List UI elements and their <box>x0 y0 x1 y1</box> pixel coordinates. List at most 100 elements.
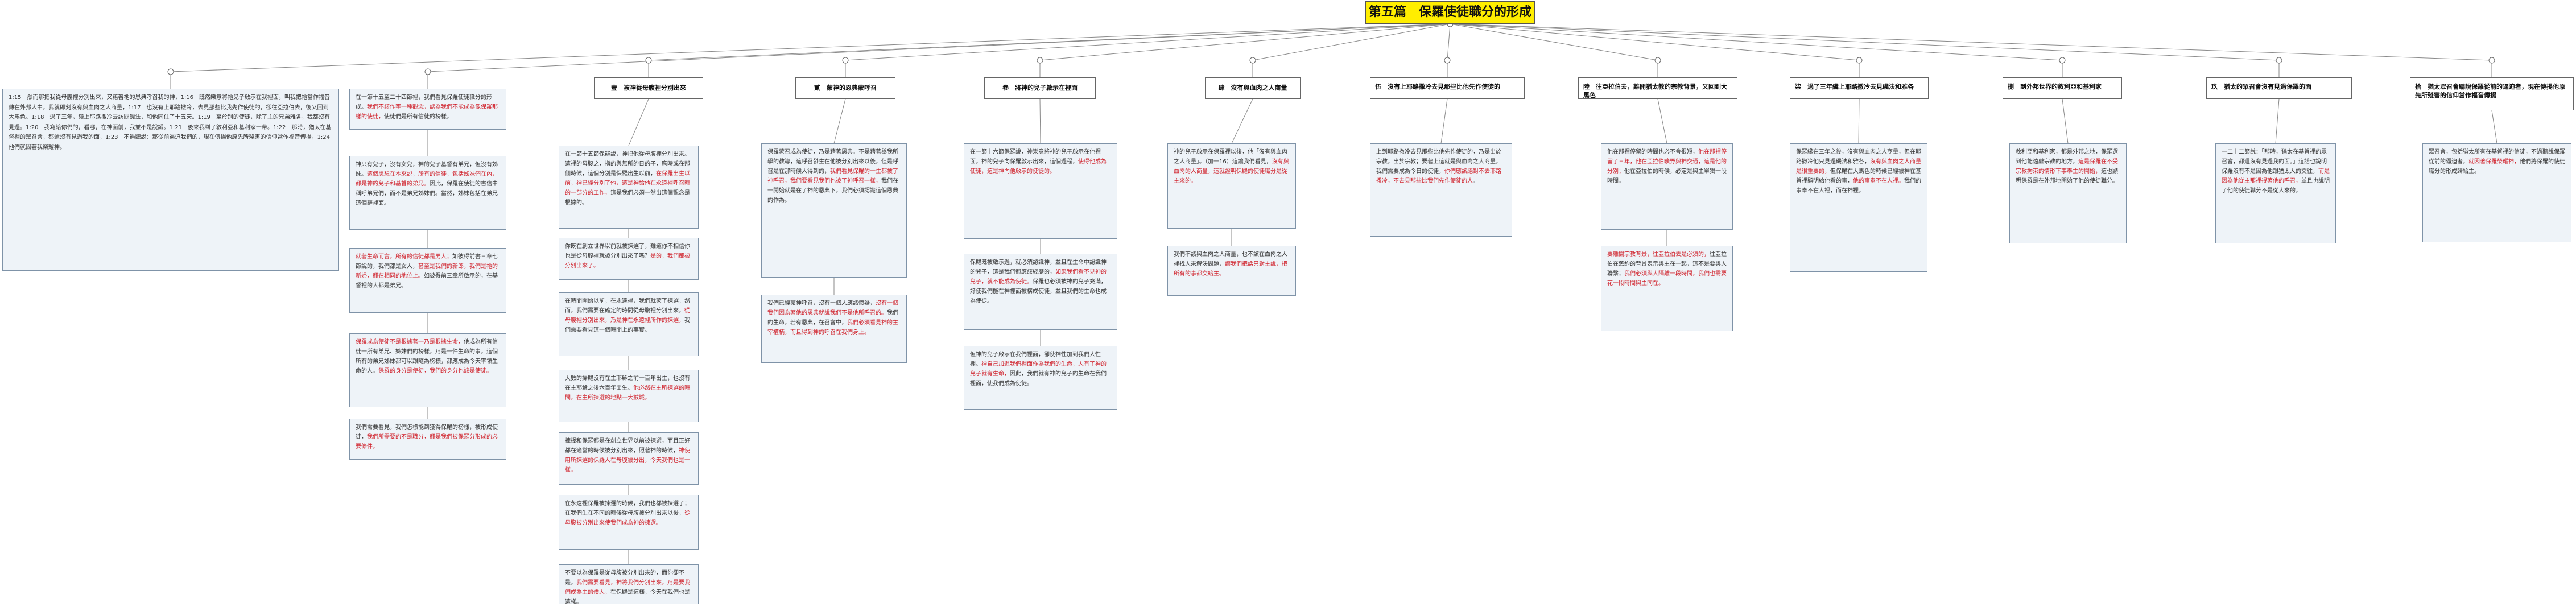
highlighted-text: 神自己加進我們裡面作為我們的生命，人有了神的兒子就有生命， <box>970 361 1107 377</box>
section-5-card-1[interactable]: 上到耶路撒冷去見那些比他先作使徒的，乃是出於宗教，出於宗教；要著上這就是與血肉之… <box>1370 143 1512 237</box>
card-text: 大數的掃羅沒有在主耶穌之前一百年出生，也沒有在主耶穌之後六百年出生。他必然在主所… <box>565 374 692 403</box>
body-text: 大數的掃羅沒有在主耶穌之前一百年出生，也沒有在主耶穌之後六百年出生。 <box>565 375 690 391</box>
section-9-card-1[interactable]: 一二十二節說：「那時，猶太在基督裡的眾召會，都還沒有見過我的面。」這話也說明保羅… <box>2215 143 2336 243</box>
body-text: 我們的事奉不在人裡，而在神裡。 <box>1796 178 1921 194</box>
body-text: 保羅也必須被神的兒子充滿，好使我們能在神裡面被構成使徒，並且我們的生命也成為使徒… <box>970 279 1107 304</box>
highlighted-text: 這是保羅在不受宗教拘束的情形下事奉主的開始， <box>2016 159 2118 175</box>
intro-card-4[interactable]: 保羅成為使徒不是根據著一乃是根據生命，他成為所有信徒一所有弟兄、姊妹們的榜樣，乃… <box>349 333 506 407</box>
section-8-card-1[interactable]: 敘利亞和基利家，都是外邦之地，保羅選到他能遠離宗教的地方，這是保羅在不受宗教拘束… <box>2009 143 2127 243</box>
section-6-card-2[interactable]: 要離開宗教背景，往亞拉伯去是必須的，往亞拉伯在舊約的背景表示與主在一起，這不是要… <box>1601 246 1733 331</box>
section-1-card-5[interactable]: 揀擇和保羅都是在創立世界以前被揀選，而且正好都在適當的時候被分別出來，照著神的時… <box>559 432 699 485</box>
section-1-card-7[interactable]: 不要以為保羅是從母腹被分別出來的，而你卻不是。我們需要看見，神將我們分別出來，乃… <box>559 564 699 607</box>
collapse-handle[interactable] <box>2059 57 2066 64</box>
highlighted-text: 我們必須與人隔離一段時間，我們也需要花一段時間與主同在。 <box>1607 271 1727 287</box>
section-heading-7[interactable]: 柒 過了三年纔上耶路撒冷去見磯法和雅各 <box>1790 77 1929 99</box>
body-text: 並且也說明了他的使徒職分不是從人來的。 <box>2222 178 2330 194</box>
card-connector <box>2275 98 2280 144</box>
body-text: 他在亞拉伯的時候，必定是與主單獨一段時間。 <box>1607 168 1727 184</box>
card-text: 就著生命而言，所有的信徒都是男人；如彼得前書三章七節說的，我們都是女人，甚至是我… <box>356 252 500 291</box>
scripture-verses-card[interactable]: 1:15 然而那把我從母腹裡分別出來，又藉著祂的恩典呼召我的神，1:16 既然樂… <box>2 89 339 271</box>
section-1-card-6[interactable]: 在永遠裡保羅被揀選的時候，我們也都被揀選了；在我們生在不同的時候從母腹被分別出來… <box>559 495 699 550</box>
section-4-card-1[interactable]: 神的兒子啟示在保羅裡以後，他「沒有與血肉之人商量」。（加一16）這讓我們看見，沒… <box>1167 143 1296 229</box>
body-text: 我們在一開始就是在了神的恩典下，我們必須認識這個恩典的作為。 <box>767 178 898 204</box>
highlighted-text: 我們不該作字一種觀念，認為我們不能成為像保羅那樣的使徒， <box>356 104 498 120</box>
highlighted-text: 他必然在主所揀選的時間，在主所揀選的地點一大數城。 <box>565 385 690 401</box>
highlighted-text: 如果我們看不見神的兒子，就不能成為使徒。 <box>970 269 1107 285</box>
section-1-card-1[interactable]: 在一節十五節保羅說，神把他從母腹裡分別出來。這裡的母腹之，指的與無所的日的子，應… <box>559 146 699 229</box>
collapse-handle[interactable] <box>1856 57 1863 64</box>
body-text: 保羅既被啟示過，就必須認識神，並且在生命中認識神的兒子，這是我們都應該經歷的， <box>970 259 1107 275</box>
body-text: 神的兒子啟示在保羅裡以後，他「沒有與血肉之人商量」。（加一16）這讓我們看見， <box>1174 149 1287 165</box>
body-text: 如彼得前書三章七節說的，我們都是女人， <box>356 254 498 270</box>
body-text: 在一節十五至二十四節裡，我們看見保羅使徒職分的形成。 <box>356 94 492 110</box>
collapse-handle[interactable] <box>1654 57 1661 64</box>
section-7-card-1[interactable]: 保羅纔在三年之後，沒有與血肉之人商量，但在耶路撒冷他只見過磯法和雅各，沒有與血肉… <box>1790 143 1927 272</box>
card-text: 神的兒子啟示在保羅裡以後，他「沒有與血肉之人商量」。（加一16）這讓我們看見，沒… <box>1174 147 1290 186</box>
highlighted-text: 而是因為他從主那裡得著他的呼召， <box>2222 168 2330 184</box>
section-heading-6[interactable]: 陸 往亞拉伯去，離開猶太教的宗教背景，又回到大馬色 <box>1578 77 1737 99</box>
body-text: 1:24 他們就因著我榮耀神。 <box>9 134 336 151</box>
body-text: 敘利亞和基利家，都是外邦之地，保羅選到他能遠離宗教的地方， <box>2016 149 2118 165</box>
intro-card-2[interactable]: 神只有兒子，沒有女兒，神的兒子基督有弟兄，但沒有姊妹。這個思想在本來説，所有的信… <box>349 156 506 230</box>
highlighted-text: 從母腹被分別出來使我們成為神的揀選。 <box>565 510 690 526</box>
section-1-card-3[interactable]: 在時間開始以前，在永遠裡，我們就蒙了揀選，然而，我們需要在確定的時間從母腹裡分別… <box>559 292 699 356</box>
highlighted-text: 沒有與血肉之人商量是很重要的， <box>1796 159 1921 175</box>
body-text: 我們需要看見，我們怎樣能到獲得保羅的榜樣，被形成使徒， <box>356 424 498 440</box>
highlighted-text: 保羅成為使徒不是根據著一乃是根據生命， <box>356 339 464 345</box>
highlighted-text: 我們需要看見，神將我們分別出來，乃是要我們成為主的僕人， <box>565 580 690 596</box>
collapse-handle[interactable] <box>1037 57 1043 64</box>
section-heading-10[interactable]: 拾 猶太眾召會聽說保羅從前的逼迫者，現在傳揚他原先所殘害的信仰當作福音傳揚 <box>2410 77 2574 110</box>
root-connector <box>845 23 1451 61</box>
card-text: 不要以為保羅是從母腹被分別出來的，而你卻不是。我們需要看見，神將我們分別出來，乃… <box>565 568 692 607</box>
section-heading-9[interactable]: 玖 猶太的眾召會沒有見過保羅的面 <box>2206 77 2352 99</box>
body-text: 眾召會，包括猶太所有在基督裡的信徒，不過聽說保羅從前的逼迫者， <box>2429 149 2565 165</box>
root-title[interactable]: 第五篇 保羅使徒職分的形成 <box>1365 1 1535 24</box>
collapse-handle[interactable] <box>167 68 174 75</box>
collapse-handle[interactable] <box>2488 57 2495 64</box>
card-connector <box>1657 98 1667 144</box>
collapse-handle[interactable] <box>842 57 849 64</box>
section-1-card-2[interactable]: 你既在創立世界以前就被揀選了，難道你不相信你也是從母腹裡就被分別出來了嗎？是的，… <box>559 238 699 280</box>
body-text: 他成為所有信徒一所有弟兄、姊妹們的榜樣，乃是一件生命的事。這個所有的弟兄姊妹都可… <box>356 339 498 374</box>
section-heading-1[interactable]: 壹 被神從母腹裡分別出來 <box>594 77 703 99</box>
section-3-card-3[interactable]: 但神的兒子啟示在我們裡面，卻使神性加到我們人性裡。神自己加進我們裡面作為我們的生… <box>964 346 1117 410</box>
collapse-handle[interactable] <box>2276 57 2282 64</box>
card-text: 一二十二節說：「那時，猶太在基督裡的眾召會，都還沒有見過我的面。」這話也說明保羅… <box>2222 147 2330 196</box>
intro-card-3[interactable]: 就著生命而言，所有的信徒都是男人；如彼得前書三章七節說的，我們都是女人，甚至是我… <box>349 248 506 313</box>
highlighted-text: 是的，我們都被分別出來了。 <box>565 253 690 269</box>
card-text: 他在那裡停留的時間也必不會很短，他在那裡停留了三年，他在亞拉伯曠野與神交通，這是… <box>1607 147 1727 186</box>
section-10-card-1[interactable]: 眾召會，包括猶太所有在基督裡的信徒，不過聽說保羅從前的逼迫者，就因著保羅榮耀神，… <box>2422 143 2571 242</box>
highlighted-text: 他在那裡停留了三年，他在亞拉伯曠野與神交通，這是他的分別； <box>1607 149 1727 175</box>
section-heading-3[interactable]: 參 將神的兒子啟示在裡面 <box>984 77 1096 99</box>
card-connector <box>2491 110 2497 144</box>
root-connector <box>1450 23 2492 61</box>
section-4-card-2[interactable]: 我們不該與血肉之人商量，也不該在血肉之人裡找人來解決問題，讓我們把話只對主說，把… <box>1167 246 1296 296</box>
highlighted-text: 就著生命而言，所有的信徒都是男人； <box>356 254 452 260</box>
collapse-handle[interactable] <box>1249 57 1256 64</box>
collapse-handle[interactable] <box>1444 57 1451 64</box>
collapse-handle[interactable] <box>424 68 431 75</box>
section-2-card-1[interactable]: 保羅蒙召成為使徒，乃是藉著恩典。不是藉著舉我所學的教導，這呼召發生在他被分別出來… <box>761 143 907 278</box>
section-heading-5[interactable]: 伍 沒有上耶路撒冷去見那些比他先作使徒的 <box>1370 77 1525 99</box>
highlighted-text: 讓我們把話只對主說，把所有的事都交給主。 <box>1174 261 1287 277</box>
root-connector <box>1252 23 1451 61</box>
section-heading-8[interactable]: 捌 到外邦世界的敘利亞和基利家 <box>2003 77 2122 99</box>
section-3-card-1[interactable]: 在一節十六節保羅說，神樂意將神的兒子啟示在他裡面。神的兒子向保羅啟示出來，這個過… <box>964 143 1117 239</box>
card-text: 保羅既被啟示過，就必須認識神，並且在生命中認識神的兒子，這是我們都應該經歷的，如… <box>970 258 1111 306</box>
intro-card-5[interactable]: 我們需要看見，我們怎樣能到獲得保羅的榜樣，被形成使徒，我們所需要的不是職分，都是… <box>349 419 506 460</box>
collapse-handle[interactable] <box>645 57 652 64</box>
section-2-card-2[interactable]: 我們已經蒙神呼召，沒有一個人應該懷疑，沒有一個我們因為著他的恩典就說我們不是他所… <box>761 295 907 363</box>
body-text: 往亞拉伯在舊約的背景表示與主在一起，這不是要與人聯繫； <box>1607 251 1727 277</box>
section-1-card-4[interactable]: 大數的掃羅沒有在主耶穌之前一百年出生，也沒有在主耶穌之後六百年出生。他必然在主所… <box>559 370 699 422</box>
root-connector <box>648 23 1451 61</box>
body-text: 這也顯明保羅是在外邦地開始了他的使徒職分。 <box>2016 168 2118 184</box>
section-heading-4[interactable]: 肆 沒有與血肉之人商量 <box>1205 77 1301 99</box>
card-connector <box>1440 98 1448 144</box>
section-6-card-1[interactable]: 他在那裡停留的時間也必不會很短，他在那裡停留了三年，他在亞拉伯曠野與神交通，這是… <box>1601 143 1733 230</box>
section-heading-2[interactable]: 貳 蒙神的恩典蒙呼召 <box>795 77 895 99</box>
card-connector <box>833 98 846 144</box>
section-3-card-2[interactable]: 保羅既被啟示過，就必須認識神，並且在生命中認識神的兒子，這是我們都應該經歷的，如… <box>964 254 1117 330</box>
intro-card-1[interactable]: 在一節十五至二十四節裡，我們看見保羅使徒職分的形成。我們不該作字一種觀念，認為我… <box>349 89 506 130</box>
